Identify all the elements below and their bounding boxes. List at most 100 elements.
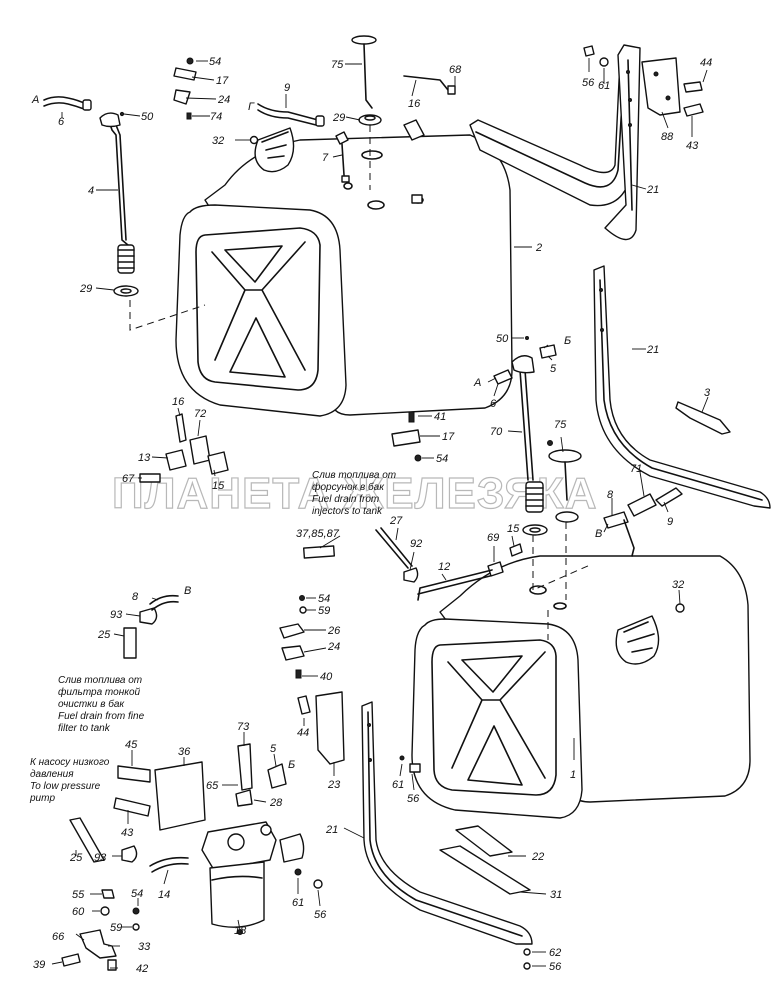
svg-text:Fuel drain from fine: Fuel drain from fine (58, 711, 145, 722)
clamp-24b (281, 645, 305, 661)
callout-21: 21 (646, 184, 659, 196)
svg-text:К насосу низкого: К насосу низкого (30, 757, 110, 768)
callout-72: 72 (194, 408, 206, 420)
bolt-43b (113, 797, 151, 817)
callout-50: 50 (141, 111, 154, 123)
callout-75: 75 (331, 59, 344, 71)
clamp-26 (279, 623, 305, 639)
callout-54: 54 (209, 56, 221, 68)
right-strap-21b (593, 265, 771, 509)
bracket-23 (315, 691, 345, 765)
callout-16b: 16 (172, 396, 185, 408)
bolt-73 (237, 743, 253, 791)
callout-17: 17 (216, 75, 229, 87)
lower-strap-fasteners (294, 755, 531, 970)
callout-2: 2 (535, 242, 542, 254)
svg-text:Слив топлива от: Слив топлива от (312, 470, 396, 481)
svg-text:filter to tank: filter to tank (58, 723, 111, 734)
callout-54c: 54 (318, 593, 330, 605)
drain-tube-12 (417, 569, 493, 601)
callout-22: 22 (531, 851, 544, 863)
callout-12: 12 (438, 561, 450, 573)
callout-56d: 56 (549, 961, 562, 973)
callout-42: 42 (136, 963, 148, 975)
callout-62: 62 (549, 947, 561, 959)
tube-8-upper (149, 594, 179, 611)
callout-23: 23 (327, 779, 341, 791)
callout-56c: 56 (314, 909, 327, 921)
svg-text:фильтра тонкой: фильтра тонкой (58, 686, 140, 698)
callout-44: 44 (700, 57, 712, 69)
callout-13: 13 (138, 452, 151, 464)
fitting-8-lower (603, 511, 629, 529)
upper-small-brackets (119, 57, 197, 120)
callout-28: 28 (269, 797, 283, 809)
callout-27: 27 (389, 515, 403, 527)
callout-67: 67 (122, 473, 135, 485)
svg-text:Слив топлива от: Слив топлива от (58, 675, 142, 686)
callout-21b: 21 (646, 344, 659, 356)
washer-59a (299, 606, 307, 614)
bracket-36 (154, 761, 206, 831)
callout-66: 66 (52, 931, 65, 943)
callout-75b: 75 (554, 419, 567, 431)
tube-14 (149, 856, 189, 873)
callout-69: 69 (487, 532, 499, 544)
left-fitting-group (139, 413, 229, 483)
callout-36: 36 (178, 746, 191, 758)
svg-text:injectors to tank: injectors to tank (312, 506, 383, 517)
callout-31: 31 (550, 889, 562, 901)
clamp-92 (403, 567, 419, 583)
callout-71: 71 (630, 463, 642, 475)
middle-bracket-17 (391, 411, 422, 462)
callout-16: 16 (408, 98, 421, 110)
part-3-clip (675, 401, 731, 435)
callout-61: 61 (598, 80, 610, 92)
bolt-45 (117, 765, 151, 783)
fitting-69 (487, 561, 504, 577)
callout-b2: Б (288, 759, 295, 771)
upper-fuel-tank (175, 134, 513, 417)
callout-61b: 61 (392, 779, 404, 791)
svg-text:очистки в бак: очистки в бак (58, 698, 125, 710)
upper-tank-filler-cap (249, 127, 295, 173)
lower-tank-filler-cap (615, 603, 685, 665)
nut-54c (299, 595, 305, 601)
bolt-40 (295, 669, 302, 679)
upper-drain-pipe (403, 119, 425, 141)
callout-54d: 54 (131, 888, 143, 900)
callout-56: 56 (582, 77, 595, 89)
lower-fitting-b (539, 344, 557, 359)
callout-40: 40 (320, 671, 333, 683)
lower-intake-tube (511, 355, 548, 536)
lower-fuel-tank (411, 555, 751, 819)
callout-70: 70 (490, 426, 503, 438)
callout-a: А (31, 94, 39, 106)
lower-level-sensor (547, 440, 582, 523)
callout-43b: 43 (121, 827, 134, 839)
washer-28 (235, 789, 253, 807)
callout-7: 7 (322, 152, 329, 164)
callout-14: 14 (158, 889, 170, 901)
callout-15: 15 (212, 480, 225, 492)
callout-15b: 15 (507, 523, 520, 535)
fitting-5-lower (267, 763, 287, 789)
callout-5b: 5 (270, 743, 277, 755)
note-injector-drain: Слив топлива от форсунок в бак Fuel drai… (312, 470, 396, 517)
bolt-44a (683, 81, 703, 93)
callout-25b: 25 (69, 852, 83, 864)
callout-93: 93 (110, 609, 123, 621)
callout-59: 59 (318, 605, 330, 617)
callout-5: 5 (550, 363, 557, 375)
callout-9b: 9 (667, 516, 673, 528)
callout-68: 68 (449, 64, 462, 76)
clamp-93-upper (139, 607, 158, 625)
washer-61a (599, 57, 609, 67)
fitting-7 (335, 131, 349, 145)
bracket-88 (641, 57, 681, 116)
svg-text:давления: давления (30, 769, 74, 780)
callout-3: 3 (704, 387, 711, 399)
callout-labels: 54 17 24 74 50 А 6 9 Г 29 32 7 4 29 75 6… (31, 56, 712, 975)
watermark-text: ПЛАНЕТА ЖЕЛЕЗЯКА (112, 469, 598, 518)
